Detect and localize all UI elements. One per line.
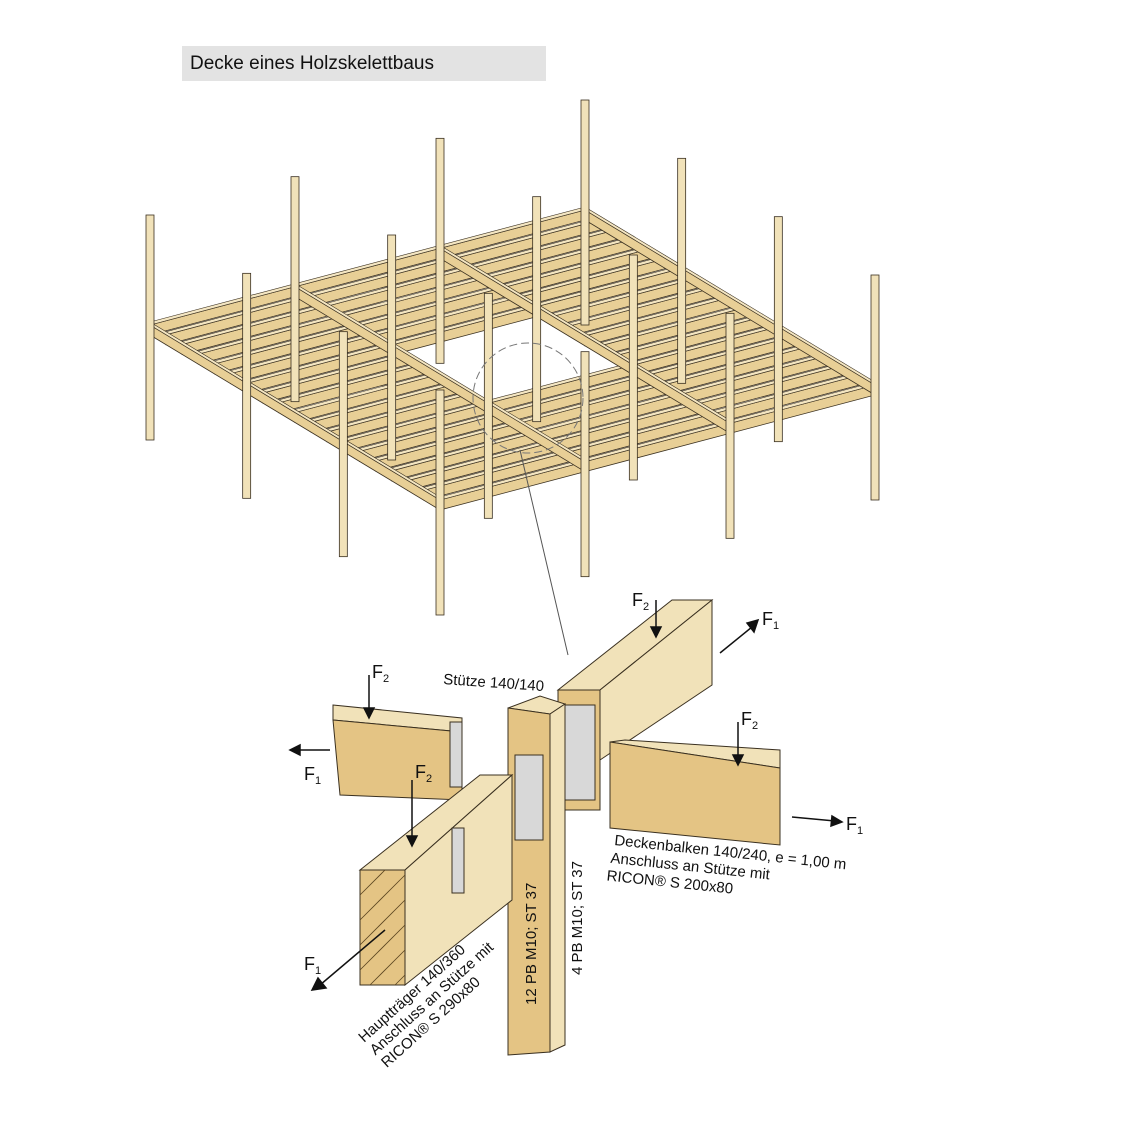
force-labels: F2 F1 F2 F1 F2 F1 F2 F1 <box>304 590 863 977</box>
svg-text:F2: F2 <box>741 709 758 732</box>
secondary-beam-label: Deckenbalken 140/240, e = 1,00 m Anschlu… <box>606 832 847 898</box>
post <box>483 292 493 519</box>
secondary-beam-right <box>609 739 781 846</box>
force-arrows <box>288 600 844 991</box>
svg-text:F1: F1 <box>304 954 321 977</box>
column-bolts-side: 4 PB M10; ST 37 <box>569 861 586 975</box>
post <box>532 196 542 423</box>
steel-connector-plate <box>514 754 544 841</box>
rear-right-beam <box>556 598 714 811</box>
column <box>507 695 567 1056</box>
post <box>242 272 252 499</box>
post <box>580 99 590 326</box>
post <box>387 234 397 461</box>
detail-callout-circle <box>472 342 584 454</box>
post <box>773 216 783 443</box>
svg-text:F1: F1 <box>762 609 779 632</box>
title-bar: Decke eines Holzskelettbaus <box>182 46 546 81</box>
post <box>677 157 687 384</box>
post <box>290 176 300 403</box>
post <box>338 331 348 558</box>
svg-text:F1: F1 <box>304 764 321 787</box>
svg-text:F2: F2 <box>632 590 649 613</box>
rear-left-beam <box>332 704 463 801</box>
post <box>435 389 445 616</box>
svg-text:F1: F1 <box>846 814 863 837</box>
post <box>145 214 155 441</box>
column-label: Stütze 140/140 <box>443 671 545 695</box>
post <box>725 312 735 539</box>
post <box>628 254 638 481</box>
main-beam-front <box>358 773 514 987</box>
svg-text:F2: F2 <box>415 762 432 785</box>
page-title: Decke eines Holzskelettbaus <box>190 53 434 74</box>
svg-text:F2: F2 <box>372 662 389 685</box>
detail-callout-line <box>519 449 569 656</box>
post <box>580 351 590 578</box>
post <box>435 137 445 364</box>
post <box>870 274 880 501</box>
column-bolts-front: 12 PB M10; ST 37 <box>523 883 540 1005</box>
